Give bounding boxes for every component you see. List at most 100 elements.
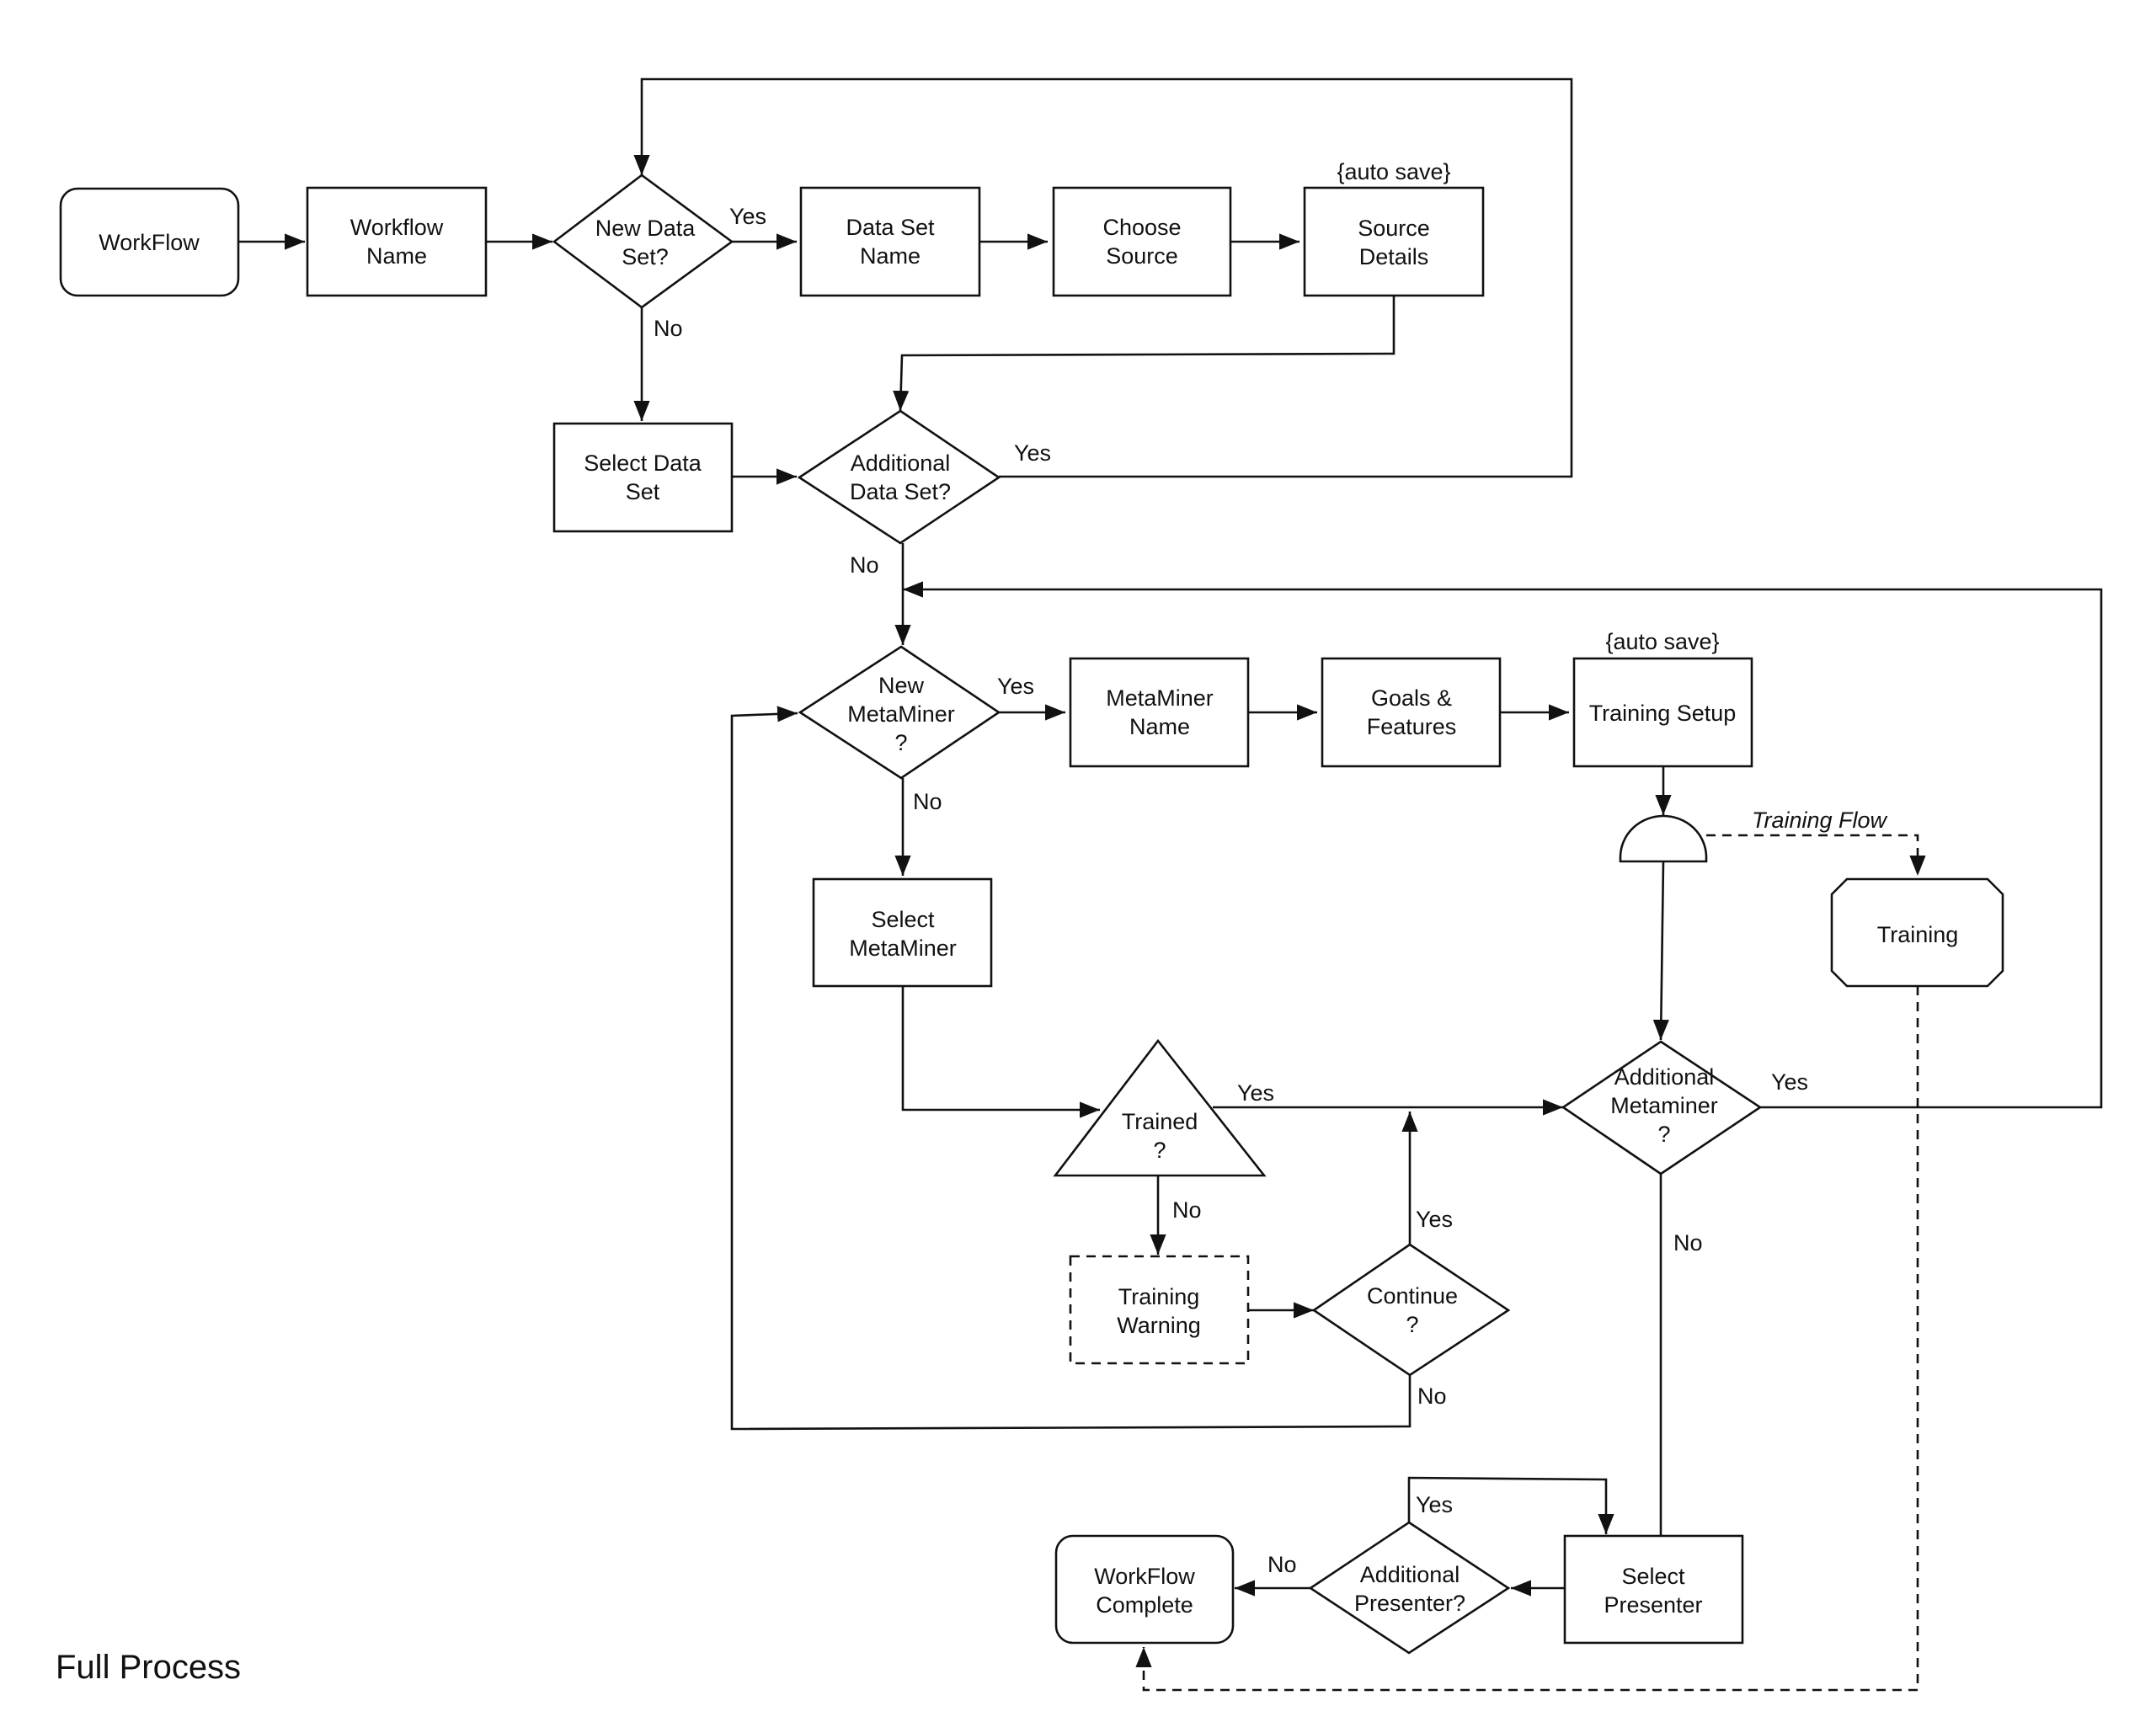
node-label-line: Name xyxy=(860,243,921,269)
node-label-line: Additional xyxy=(1360,1562,1460,1587)
label-new-metaminer-no: No xyxy=(913,789,942,814)
node-label-line: Presenter? xyxy=(1354,1591,1465,1616)
edge-training-to-complete-dashed xyxy=(1135,986,1919,1692)
node-label-line: Training xyxy=(1877,922,1959,947)
diagram-caption: Full Process xyxy=(56,1649,242,1686)
edge-source-details-to-additional xyxy=(893,295,1396,412)
label-additional-presenter-no: No xyxy=(1267,1552,1297,1577)
node-label-line: Additional xyxy=(1614,1064,1715,1090)
node-label-line: Source xyxy=(1106,243,1178,269)
node-label-line: Presenter xyxy=(1604,1592,1702,1618)
node-label-line: New xyxy=(878,673,925,698)
svg-text:Continue?: Continue? xyxy=(1367,1283,1458,1337)
node-label-line: Data Set? xyxy=(850,479,951,504)
node-label-line: MetaMiner xyxy=(849,936,957,961)
edge-additional-presenter-yes-loop xyxy=(1407,1476,1614,1534)
trained-decision: Trained? xyxy=(1053,1038,1267,1177)
svg-text:Training: Training xyxy=(1877,922,1959,947)
node-label-line: Trained xyxy=(1122,1109,1198,1134)
edges xyxy=(238,77,2103,1692)
edge-gate-to-additional-metaminer xyxy=(1652,861,1669,1041)
node-label-line: Name xyxy=(1129,714,1190,739)
training-setup-node: Training Setup xyxy=(1572,657,1753,768)
auto-save-annotation-1: {auto save} xyxy=(1337,159,1450,184)
node-label-line: Select xyxy=(1621,1564,1685,1589)
label-trained-yes: Yes xyxy=(1237,1080,1274,1106)
node-label-line: Select xyxy=(871,907,935,932)
continue-decision: Continue? xyxy=(1311,1243,1511,1377)
node-label-line: Select Data xyxy=(584,450,702,476)
edge-additional-metaminer-yes-loop xyxy=(903,581,2103,1109)
node-label-line: ? xyxy=(1657,1122,1670,1147)
svg-text:Training Setup: Training Setup xyxy=(1589,701,1737,726)
svg-text:WorkFlow: WorkFlow xyxy=(99,230,200,255)
node-label-line: Choose xyxy=(1102,215,1181,240)
edge-select-metaminer-to-trained xyxy=(901,986,1100,1118)
training-gate-shape xyxy=(1619,814,1708,863)
label-trained-no: No xyxy=(1172,1197,1202,1223)
label-additional-data-set-yes: Yes xyxy=(1014,440,1051,466)
auto-save-annotation-2: {auto save} xyxy=(1605,629,1719,654)
node-label-line: Warning xyxy=(1117,1313,1201,1338)
node-label-line: Training Setup xyxy=(1589,701,1737,726)
node-label-line: Name xyxy=(366,243,427,269)
goals-features-node: Goals & Features xyxy=(1321,657,1502,768)
node-label-line: Training xyxy=(1118,1284,1200,1309)
label-new-data-set-yes: Yes xyxy=(729,204,766,229)
label-new-metaminer-yes: Yes xyxy=(997,674,1034,699)
node-label-line: MetaMiner xyxy=(847,701,955,727)
node-label-line: Continue xyxy=(1367,1283,1458,1309)
node-label-line: Details xyxy=(1359,244,1429,269)
node-label-line: MetaMiner xyxy=(1106,685,1214,711)
node-label-line: Set? xyxy=(622,244,669,269)
edge-gate-to-training-dashed xyxy=(1706,834,1926,876)
training-flow-label: Training Flow xyxy=(1752,808,1888,833)
node-label-line: ? xyxy=(1406,1312,1418,1337)
label-continue-yes: Yes xyxy=(1416,1207,1453,1232)
node-label-line: Workflow xyxy=(350,215,444,240)
svg-text:Goals &Features: Goals & Features xyxy=(1367,685,1457,739)
edge-labels: Yes No Yes No Yes No Yes No Yes No Yes N… xyxy=(654,204,1808,1577)
label-additional-metaminer-yes: Yes xyxy=(1771,1069,1808,1095)
workflow-start-node: WorkFlow xyxy=(59,187,240,297)
label-additional-presenter-yes: Yes xyxy=(1416,1492,1453,1517)
edge-additional-data-set-yes-loop xyxy=(633,77,1573,478)
svg-text:Trained?: Trained? xyxy=(1122,1109,1198,1163)
node-label-line: New Data xyxy=(595,216,696,241)
training-node: Training xyxy=(1830,877,2004,988)
node-label-line: Goals & xyxy=(1371,685,1452,711)
node-label-line: ? xyxy=(894,730,907,755)
label-additional-metaminer-no: No xyxy=(1673,1230,1703,1256)
node-label-line: Additional xyxy=(851,450,951,476)
node-label-line: Data Set xyxy=(846,215,935,240)
node-label-line: WorkFlow xyxy=(1094,1564,1195,1589)
node-label-line: Features xyxy=(1367,714,1457,739)
node-label-line: Complete xyxy=(1096,1592,1193,1618)
